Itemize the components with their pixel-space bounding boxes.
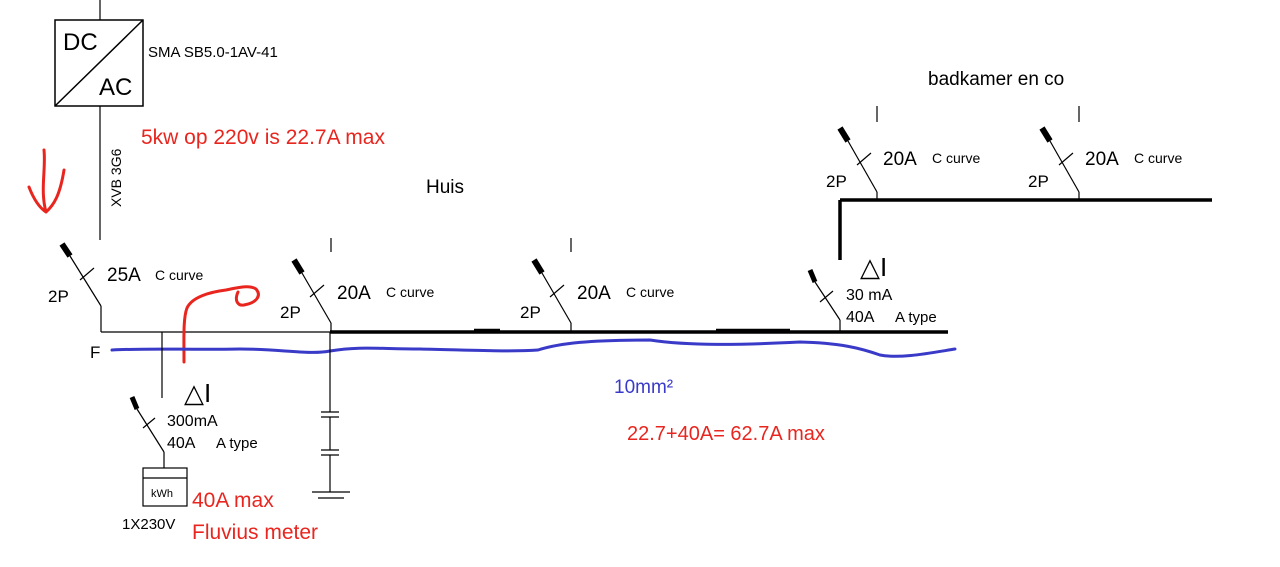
total-current-note: 22.7+40A= 62.7A max bbox=[627, 423, 825, 445]
inverter-power-note: 5kw op 220v is 22.7A max bbox=[141, 126, 385, 149]
bathroom-breaker-1-lever bbox=[847, 140, 878, 193]
rcd-main-lever bbox=[136, 408, 165, 453]
house-breaker-1-lever bbox=[301, 272, 332, 324]
main-breaker-curve: C curve bbox=[155, 267, 203, 283]
bathroom-breaker-2-cross bbox=[1058, 152, 1074, 166]
house-breaker-2-rating: 20A bbox=[577, 283, 611, 304]
huis-label: Huis bbox=[426, 177, 464, 198]
rcd-main-type: A type bbox=[216, 435, 258, 452]
house-breaker-2: 2P 20A C curve bbox=[520, 238, 674, 332]
inverter-dc-label: DC bbox=[63, 29, 98, 56]
bathroom-breaker-2-poles: 2P bbox=[1028, 172, 1049, 191]
house-breaker-2-contact-icon bbox=[531, 258, 545, 275]
rcd-bad-symbol-icon: △I bbox=[860, 252, 887, 282]
rcd-bad-contact-icon bbox=[807, 269, 818, 283]
kwh-meter-unit: kWh bbox=[151, 488, 173, 500]
house-breaker-1-curve: C curve bbox=[386, 284, 434, 300]
inverter-diagonal bbox=[54, 19, 144, 107]
house-breaker-2-lever bbox=[541, 272, 572, 324]
bathroom-breaker-2-lever bbox=[1049, 140, 1080, 193]
inverter-cable-label: XVB 3G6 bbox=[108, 148, 124, 207]
earth-branch bbox=[312, 332, 350, 499]
rcd-bad-sensitivity: 30 mA bbox=[846, 287, 893, 304]
rcd-main-rating: 40A bbox=[167, 435, 196, 452]
rcd-main-contact-icon bbox=[129, 396, 140, 410]
bathroom-breaker-1: 2P 20A C curve bbox=[826, 106, 980, 200]
rcd-bad-type: A type bbox=[895, 309, 937, 326]
main-breaker-rating: 25A bbox=[107, 265, 141, 286]
bathroom-breaker-1-curve: C curve bbox=[932, 150, 980, 166]
house-breaker-2-curve: C curve bbox=[626, 284, 674, 300]
rcd-bad-rating: 40A bbox=[846, 309, 875, 326]
house-breaker-1-cross bbox=[309, 284, 325, 298]
rcd-bad-cross bbox=[819, 290, 834, 303]
house-breaker-1-rating: 20A bbox=[337, 283, 371, 304]
bus-label: F bbox=[90, 343, 100, 362]
rcd-main-cross bbox=[142, 417, 156, 429]
main-breaker-poles: 2P bbox=[48, 287, 69, 306]
house-breaker-1-contact-icon bbox=[291, 258, 305, 275]
inverter-box bbox=[54, 19, 144, 107]
rcd-bad-lever bbox=[814, 281, 841, 321]
bathroom-breaker-2-rating: 20A bbox=[1085, 149, 1119, 170]
red-down-arrow-icon bbox=[27, 148, 66, 214]
kwh-meter: kWh bbox=[142, 467, 188, 507]
bathroom-breaker-1-cross bbox=[856, 152, 872, 166]
rcd-main-sensitivity: 300mA bbox=[167, 413, 218, 430]
main-breaker-contact-icon bbox=[59, 242, 73, 258]
bathroom-breaker-2-curve: C curve bbox=[1134, 150, 1182, 166]
house-breaker-1-poles: 2P bbox=[280, 303, 301, 322]
house-breaker-1: 2P 20A C curve bbox=[280, 238, 434, 332]
bathroom-breaker-2: 2P 20A C curve bbox=[1028, 106, 1182, 200]
cable-section-note: 10mm² bbox=[614, 377, 673, 398]
house-breaker-2-cross bbox=[549, 284, 565, 298]
blue-cable-line bbox=[110, 338, 957, 358]
rcd-main: △I 300mA 40A A type bbox=[129, 378, 258, 468]
bathroom-breaker-2-contact-icon bbox=[1039, 126, 1053, 143]
house-breaker-2-poles: 2P bbox=[520, 303, 541, 322]
meter-max-note: 40A max bbox=[192, 489, 274, 512]
bathroom-breaker-1-contact-icon bbox=[837, 126, 851, 143]
red-loop-arrow-icon bbox=[182, 285, 260, 364]
inverter-model-label: SMA SB5.0-1AV-41 bbox=[148, 44, 278, 61]
kwh-meter-box bbox=[142, 467, 188, 507]
bathroom-breaker-1-poles: 2P bbox=[826, 172, 847, 191]
bathroom-breaker-1-rating: 20A bbox=[883, 149, 917, 170]
inverter-ac-label: AC bbox=[99, 74, 132, 101]
meter-supply-label: 1X230V bbox=[122, 516, 175, 533]
main-breaker-cross bbox=[79, 267, 95, 281]
badkamer-label: badkamer en co bbox=[928, 69, 1064, 90]
inverter: DC AC bbox=[54, 0, 144, 107]
main-breaker: 2P 25A C curve bbox=[48, 242, 203, 332]
rcd-main-symbol-icon: △I bbox=[184, 378, 211, 408]
meter-name-note: Fluvius meter bbox=[192, 521, 318, 544]
rcd-bad: △I 30 mA 40A A type bbox=[807, 200, 937, 332]
main-breaker-lever bbox=[69, 255, 102, 307]
